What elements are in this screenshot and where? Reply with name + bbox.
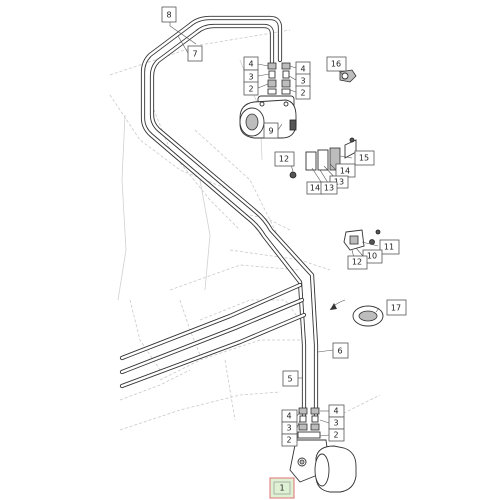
svg-text:7: 7	[192, 50, 197, 59]
callout-16[interactable]: 16	[326, 56, 347, 72]
callout-7[interactable]: 7	[187, 45, 203, 62]
svg-text:2: 2	[300, 89, 305, 98]
callout-8[interactable]: 8	[161, 6, 177, 23]
svg-text:3: 3	[248, 73, 253, 82]
callout-2-lower-right[interactable]: 2	[328, 428, 345, 442]
callout-14-right[interactable]: 14	[335, 163, 356, 178]
callout-12-lower[interactable]: 12	[347, 255, 368, 270]
svg-text:4: 4	[300, 65, 305, 74]
callout-3-lower-left[interactable]: 3	[281, 421, 298, 435]
svg-text:13: 13	[324, 184, 334, 193]
lower-fittings	[297, 407, 321, 439]
callout-14-left[interactable]: 14	[306, 181, 324, 195]
svg-text:4: 4	[333, 407, 338, 416]
callout-4-lower-right[interactable]: 4	[328, 404, 345, 418]
svg-text:4: 4	[248, 60, 253, 69]
svg-text:2: 2	[248, 85, 253, 94]
callout-4-upper-left[interactable]: 4	[243, 56, 259, 71]
svg-text:3: 3	[333, 419, 338, 428]
svg-text:3: 3	[286, 424, 291, 433]
bracket-assembly-lower	[343, 229, 381, 251]
svg-text:1: 1	[279, 484, 284, 493]
callout-3-lower-right[interactable]: 3	[328, 416, 345, 430]
bracket-assembly-upper	[289, 137, 357, 179]
svg-text:9: 9	[268, 127, 273, 136]
fitting-16	[339, 69, 357, 83]
svg-text:2: 2	[333, 431, 338, 440]
callout-2-lower-left[interactable]: 2	[281, 433, 298, 447]
svg-text:2: 2	[286, 436, 291, 445]
svg-text:6: 6	[337, 347, 342, 356]
svg-text:15: 15	[359, 154, 369, 163]
coupling-ring-17	[329, 299, 384, 327]
callout-12-upper[interactable]: 12	[274, 151, 295, 167]
callout-2-upper-left[interactable]: 2	[243, 81, 259, 96]
lower-motor-1	[289, 439, 357, 493]
pipe-bundle-lower	[119, 282, 307, 389]
svg-text:17: 17	[391, 304, 401, 313]
pipe-7	[149, 23, 319, 421]
svg-text:12: 12	[279, 155, 289, 164]
callout-15[interactable]: 15	[354, 150, 375, 166]
callout-5[interactable]: 5	[282, 370, 299, 387]
svg-text:4: 4	[286, 412, 291, 421]
svg-text:14: 14	[310, 184, 320, 193]
callout-2-upper-right[interactable]: 2	[295, 85, 311, 100]
callout-6[interactable]: 6	[332, 342, 349, 359]
callout-13-left[interactable]: 13	[320, 181, 338, 195]
svg-text:13: 13	[334, 178, 344, 187]
callout-3-upper-left[interactable]: 3	[243, 69, 259, 84]
svg-text:16: 16	[331, 60, 341, 69]
svg-text:3: 3	[300, 77, 305, 86]
callout-1-selected[interactable]: 1	[269, 477, 295, 499]
callout-4-upper-right[interactable]: 4	[295, 61, 311, 76]
svg-text:11: 11	[384, 243, 394, 252]
svg-text:14: 14	[340, 167, 350, 176]
svg-text:5: 5	[287, 375, 292, 384]
pipe-8	[140, 15, 307, 421]
svg-text:8: 8	[166, 11, 171, 20]
callout-11[interactable]: 11	[379, 239, 400, 255]
hydraulic-motor	[239, 95, 297, 139]
callout-9[interactable]: 9	[263, 122, 279, 139]
callout-3-upper-right[interactable]: 3	[295, 73, 311, 88]
callout-17[interactable]: 17	[386, 299, 407, 316]
upper-fittings	[267, 62, 291, 95]
callout-4-lower-left[interactable]: 4	[281, 409, 298, 423]
svg-text:10: 10	[367, 252, 377, 261]
svg-text:12: 12	[352, 258, 362, 267]
